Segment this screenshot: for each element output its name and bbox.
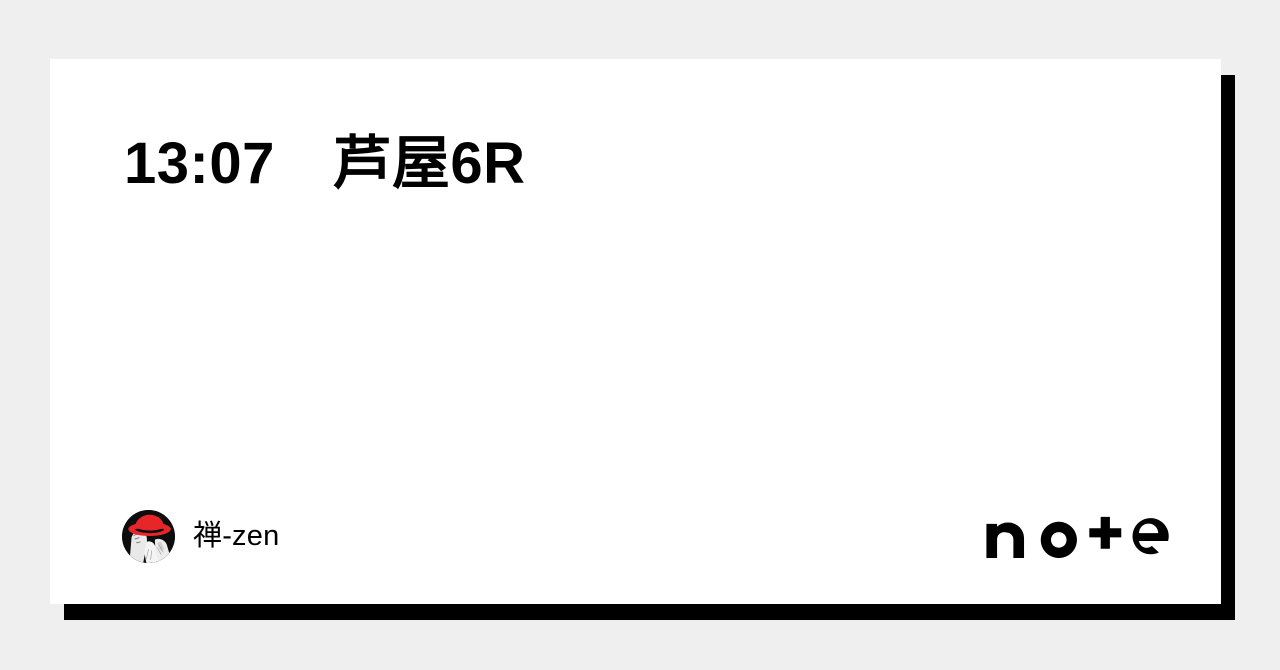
note-logo[interactable] — [985, 514, 1170, 558]
share-card-container: 13:07 芦屋6R — [50, 59, 1235, 620]
note-share-card[interactable]: 13:07 芦屋6R — [50, 59, 1221, 604]
author-block[interactable]: 禅-zen — [122, 509, 280, 563]
author-name: 禅-zen — [193, 519, 280, 552]
card-footer: 禅-zen — [122, 508, 1170, 564]
avatar — [122, 509, 175, 563]
page-title: 13:07 芦屋6R — [124, 131, 526, 196]
